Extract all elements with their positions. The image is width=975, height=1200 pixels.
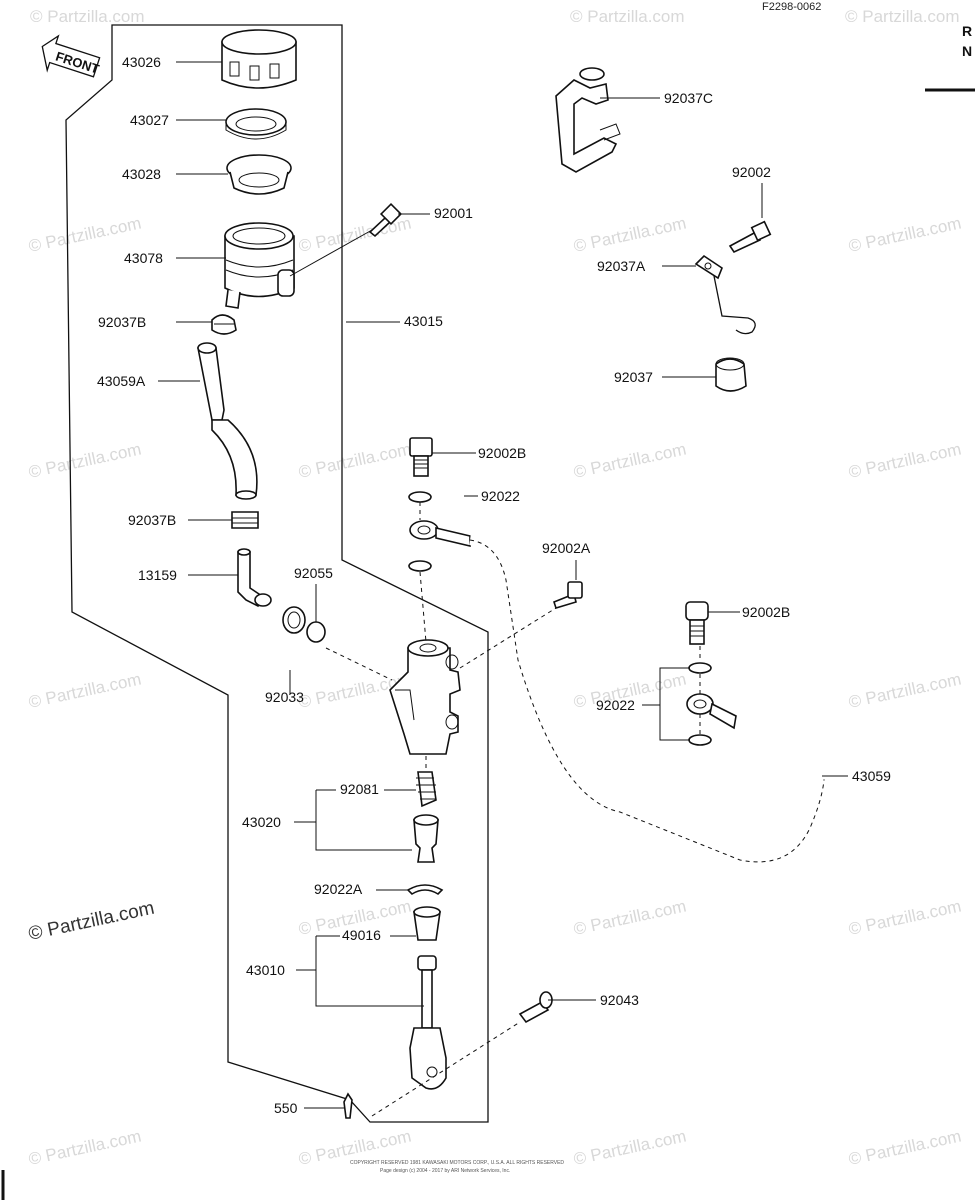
label-92001: 92001: [434, 205, 473, 221]
watermark: © Partzilla.com: [847, 670, 963, 712]
label-550: 550: [274, 1100, 298, 1116]
watermark: © Partzilla.com: [297, 440, 413, 482]
label-43028: 43028: [122, 166, 161, 182]
label-43059: 43059: [852, 768, 891, 784]
diagram-code: F2298-0062: [762, 1, 821, 13]
label-92002b-top: 92002B: [478, 445, 526, 461]
front-sign: FRONT: [41, 34, 101, 78]
label-92055: 92055: [294, 565, 333, 581]
label-43026: 43026: [122, 54, 161, 70]
label-92022a: 92022A: [314, 881, 363, 897]
label-43015: 43015: [404, 313, 443, 329]
bracket-92037c: [555, 67, 621, 173]
clamp-92037a: [694, 254, 756, 335]
label-92043: 92043: [600, 992, 639, 1008]
bolt-92002b-right: [685, 601, 709, 645]
watermark: © Partzilla.com: [27, 1127, 143, 1169]
page-design-line: Page design (c) 2004 - 2017 by ARI Netwo…: [380, 1168, 510, 1174]
watermark: © Partzilla.com: [847, 1127, 963, 1169]
bolt-92002b-top: [409, 437, 433, 477]
master-cylinder-body: [389, 639, 461, 755]
boot-49016: [413, 906, 441, 941]
watermark: © Partzilla.com: [847, 440, 963, 482]
copyright-line: COPYRIGHT RESERVED 1981 KAWASAKI MOTORS …: [350, 1160, 564, 1166]
bolt-92001: [368, 202, 403, 238]
label-43020: 43020: [242, 814, 281, 830]
label-92037b-top: 92037B: [98, 314, 146, 330]
piston-43020: [413, 814, 439, 863]
label-92002b-right: 92002B: [742, 604, 790, 620]
label-43010: 43010: [246, 962, 285, 978]
clamp-92037b-top: [211, 314, 237, 335]
watermark: © Partzilla.com: [572, 1127, 688, 1169]
oring-92055: [306, 621, 326, 643]
bolt-92002: [728, 220, 772, 254]
watermark: © Partzilla.com: [572, 440, 688, 482]
label-49016: 49016: [342, 927, 381, 943]
reservoir-diaphragm: [226, 154, 292, 195]
label-92033: 92033: [265, 689, 304, 705]
label-13159: 13159: [138, 567, 177, 583]
label-43078: 43078: [124, 250, 163, 266]
label-92022-right: 92022: [596, 697, 635, 713]
hose-43059-end: [686, 693, 737, 730]
corner-letter: N: [962, 43, 972, 59]
watermark: © Partzilla.com: [27, 440, 143, 482]
label-92081: 92081: [340, 781, 379, 797]
watermark: © Partzilla.com: [27, 670, 143, 712]
watermark-main: © Partzilla.com: [27, 898, 157, 945]
spring-92081: [416, 771, 437, 808]
leader-lines: [158, 61, 848, 1117]
label-92037: 92037: [614, 369, 653, 385]
label-92002a: 92002A: [542, 540, 591, 556]
washer-92022-right-b: [688, 734, 712, 746]
watermark: © Partzilla.com: [845, 7, 960, 26]
label-92037c: 92037C: [664, 90, 713, 106]
label-43059a: 43059A: [97, 373, 146, 389]
elbow-13159: [237, 548, 272, 608]
front-label: FRONT: [54, 49, 101, 77]
brake-hose-long: [409, 520, 829, 867]
watermark: © Partzilla.com: [572, 897, 688, 939]
clamp-92037b-bottom: [231, 511, 259, 529]
front-arrow-icon: [41, 34, 101, 78]
watermark: © Partzilla.com: [847, 897, 963, 939]
assembly-outline: [65, 24, 489, 1123]
hose-43059a: [197, 342, 258, 500]
pushrod-43010: [409, 955, 447, 1090]
reservoir-cap: [221, 29, 297, 89]
label-92037a: 92037A: [597, 258, 646, 274]
reservoir-plate: [225, 108, 287, 140]
part-labels: 43026 43027 43028 43078 92001 92037B 430…: [97, 54, 891, 1116]
watermark: © Partzilla.com: [847, 214, 963, 256]
label-92022-top: 92022: [481, 488, 520, 504]
washer-92022-right-a: [688, 662, 712, 674]
cotter-pin-550: [343, 1092, 353, 1119]
circlip-92033: [282, 606, 306, 634]
watermark: © Partzilla.com: [30, 7, 145, 26]
circlip-92022a: [406, 884, 444, 896]
washer-92022-b: [408, 560, 432, 572]
corner-letter: R: [962, 23, 972, 39]
watermark: © Partzilla.com: [570, 7, 685, 26]
watermark-layer: © Partzilla.com © Partzilla.com © Partzi…: [27, 7, 963, 1169]
watermark: © Partzilla.com: [572, 214, 688, 256]
bolt-92002a: [553, 581, 583, 609]
label-92037b-bottom: 92037B: [128, 512, 176, 528]
washer-92022-a: [408, 491, 432, 503]
label-43027: 43027: [130, 112, 169, 128]
label-92002: 92002: [732, 164, 771, 180]
grommet-92037: [715, 357, 747, 392]
reservoir-tank: [224, 222, 295, 309]
pin-92043: [518, 991, 553, 1024]
